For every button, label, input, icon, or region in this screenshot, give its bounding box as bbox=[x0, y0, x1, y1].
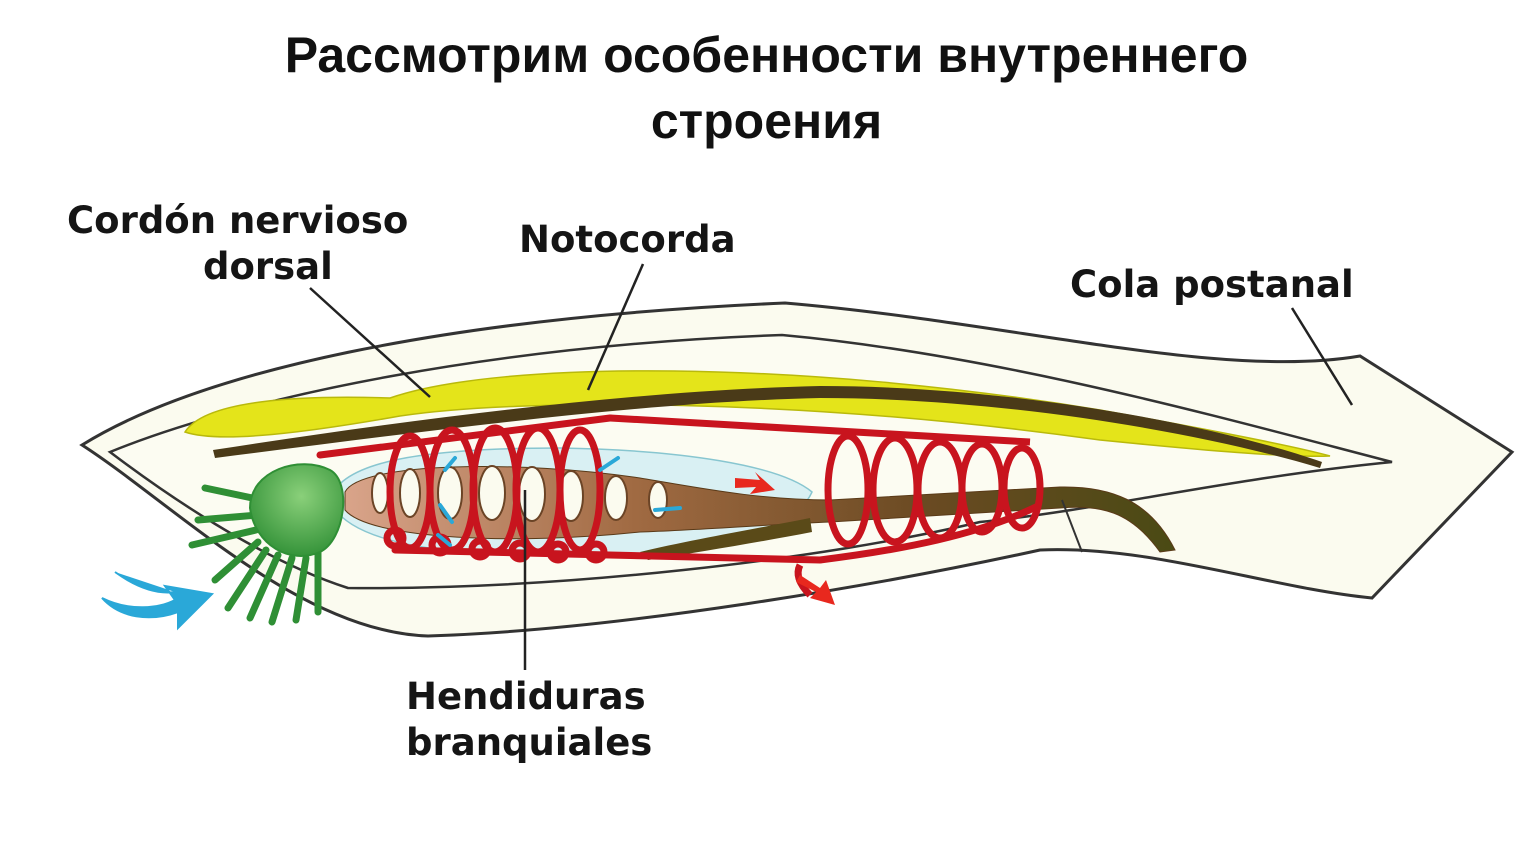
slide-title-line-2: строения bbox=[650, 93, 883, 149]
label-tail: Cola postanal bbox=[1070, 263, 1354, 306]
gill-slit bbox=[371, 472, 389, 514]
outflow-arrows bbox=[735, 472, 835, 605]
leader-notochord bbox=[586, 263, 645, 391]
notochord bbox=[213, 386, 1322, 468]
water-inflow-arrow bbox=[101, 571, 215, 631]
leader-lines bbox=[309, 263, 1354, 670]
buccal-hood bbox=[248, 463, 345, 557]
gill-slit bbox=[604, 475, 628, 521]
leader-nerve-cord bbox=[309, 287, 431, 398]
gill-arch-vessels bbox=[316, 414, 824, 564]
gill-slit bbox=[399, 468, 421, 518]
gill-slit bbox=[518, 466, 546, 522]
label-notochord: Notocorda bbox=[519, 218, 736, 261]
hepatic-caecum bbox=[640, 518, 812, 560]
anus-line bbox=[1061, 499, 1083, 553]
label-nerve-cord-line-2: dorsal bbox=[203, 245, 333, 288]
gill-slit bbox=[648, 481, 668, 519]
dorsal-nerve-cord bbox=[183, 370, 1331, 458]
gill-slit bbox=[437, 466, 463, 520]
label-nerve-cord-line-1: Cordón nervioso bbox=[67, 199, 408, 242]
slide-title-line-1: Рассмотрим особенности внутреннего bbox=[284, 27, 1249, 83]
slide-title: Рассмотрим особенности внутреннего строе… bbox=[0, 22, 1533, 154]
rear-vessels bbox=[609, 414, 1044, 598]
gill-slit bbox=[478, 465, 506, 521]
leader-tail bbox=[1290, 307, 1354, 406]
label-gill-slits-line-2: branquiales bbox=[406, 721, 652, 764]
label-gill-slits-line-1: Hendiduras bbox=[406, 675, 646, 718]
water-flow-arrows bbox=[436, 456, 682, 547]
